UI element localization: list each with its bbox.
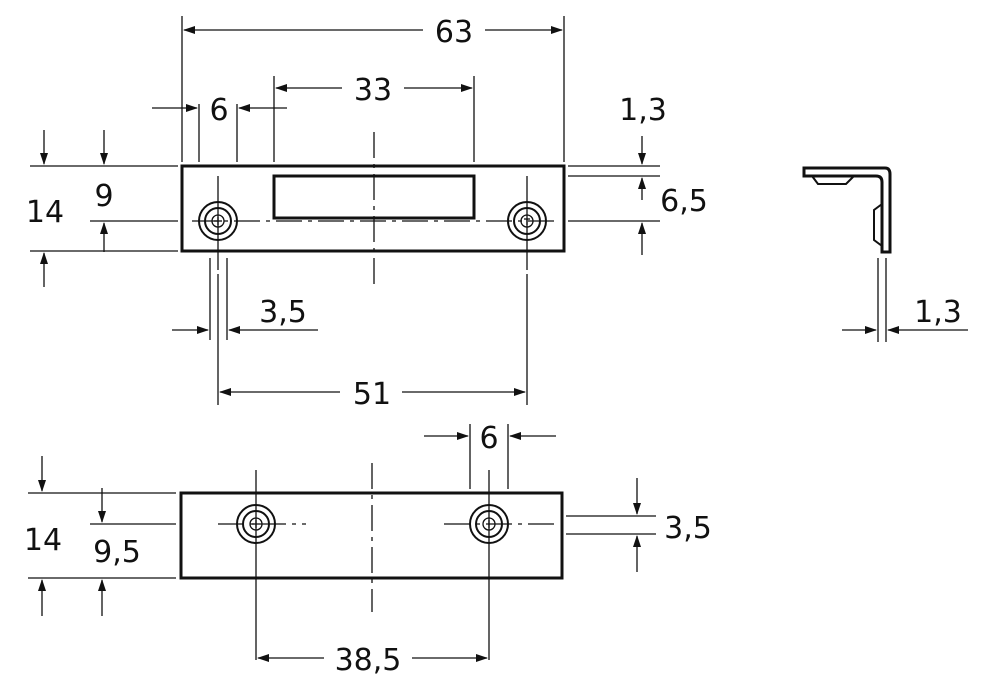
side-view xyxy=(802,166,892,342)
dim-side-thickness: 1,3 xyxy=(842,295,968,334)
dim-bottom-hole-width-label: 6 xyxy=(479,421,498,456)
dim-bottom-hole-width: 6 xyxy=(424,421,556,456)
dim-slot-length: 33 xyxy=(275,73,473,108)
dim-bend-thickness-label: 1,3 xyxy=(619,93,667,128)
top-plate-outline xyxy=(180,164,566,253)
bottom-plate-outline xyxy=(179,491,564,580)
side-profile-outline xyxy=(802,166,892,254)
dim-overall-length: 63 xyxy=(183,15,563,50)
dim-top-height-label: 14 xyxy=(26,195,64,230)
dim-bottom-edge-offset-label: 3,5 xyxy=(664,511,712,546)
top-extension-lines xyxy=(30,16,660,405)
dim-bottom-hole-height-label: 9,5 xyxy=(93,535,141,570)
dim-bottom-edge-offset: 3,5 xyxy=(633,478,712,572)
dim-hole-clearance: 3,5 xyxy=(172,295,318,334)
dim-plate-depth: 6,5 xyxy=(638,184,708,255)
dim-top-hole-height-label: 9 xyxy=(94,179,113,214)
dim-slot-offset-label: 6 xyxy=(209,93,228,128)
dim-bottom-hole-spacing-label: 38,5 xyxy=(335,643,402,678)
dim-hole-clearance-label: 3,5 xyxy=(259,295,307,330)
dim-top-height: 14 xyxy=(26,130,64,287)
dim-slot-offset: 6 xyxy=(152,93,287,128)
dim-top-hole-spacing: 51 xyxy=(219,377,526,412)
dim-top-hole-height: 9 xyxy=(94,130,114,252)
dim-slot-length-label: 33 xyxy=(354,73,392,108)
dim-bottom-height-label: 14 xyxy=(24,523,62,558)
dim-bend-thickness: 1,3 xyxy=(619,93,667,200)
dim-side-thickness-label: 1,3 xyxy=(914,295,962,330)
top-view xyxy=(180,132,566,285)
dim-plate-depth-label: 6,5 xyxy=(660,184,708,219)
bottom-view xyxy=(179,463,564,660)
dim-bottom-hole-spacing: 38,5 xyxy=(257,643,488,678)
dim-top-hole-spacing-label: 51 xyxy=(353,377,391,412)
dim-overall-length-label: 63 xyxy=(435,15,473,50)
dim-bottom-hole-height: 9,5 xyxy=(93,488,141,616)
dim-bottom-height: 14 xyxy=(24,456,62,616)
